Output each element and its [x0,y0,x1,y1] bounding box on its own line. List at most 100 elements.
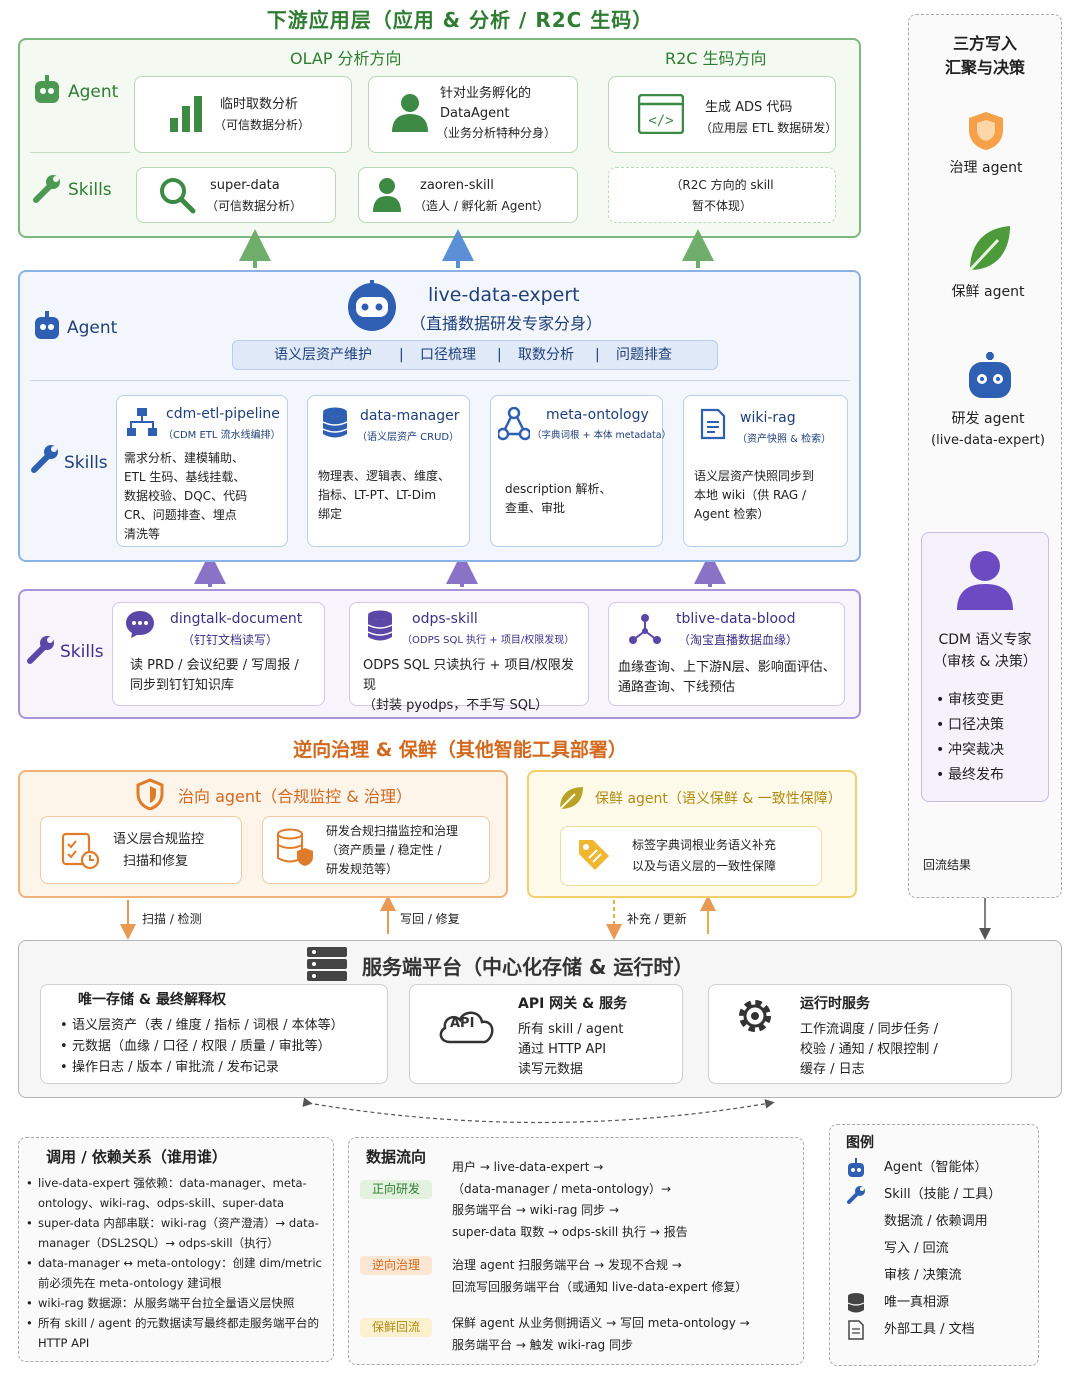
svg-text:</>: </> [648,113,673,129]
desc-line: （资产质量 / 稳定性 / [326,843,442,857]
tag-semantic-assets: 语义层资产维护 [274,347,372,363]
expert-name: live-data-expert [428,284,580,306]
storage-list: 语义层资产（表 / 维度 / 指标 / 词根 / 本体等） 元数据（血缘 / 口… [60,1015,344,1078]
legend-agent: Agent（智能体） [884,1160,988,1175]
storage-title: 唯一存储 & 最终解释权 [78,992,226,1008]
skill-zaoren-label: zaoren-skill [420,178,494,193]
shield-icon [136,778,164,810]
list-item: live-data-expert 强依赖：data-manager、meta-o… [26,1173,328,1213]
agent-dataagent-label-2: DataAgent [440,106,510,121]
legend-writeback: 写入 / 回流 [884,1241,949,1256]
tag-troubleshoot: 问题排查 [616,347,672,363]
skill-r2c-label: （R2C 方向的 skill [670,178,774,192]
api-cloud-icon [436,1006,498,1046]
low-skills-label: Skills [60,642,104,662]
meta-ontology-desc: description 解析、查重、审批 [505,480,655,518]
odps-name: odps-skill [412,611,478,627]
cdm-etl-name: cdm-etl-pipeline [166,406,280,422]
governance-agent-label: 治理 agent [949,160,1023,176]
semantic-compliance-label: 语义层合规监控 [113,832,205,847]
semantic-compliance-sub: 扫描和修复 [123,854,189,869]
blood-desc: 血缘查询、上下游N层、影响面评估、通路查询、下线预估 [618,658,843,698]
desc-line: 用户 → live-data-expert → [452,1160,604,1174]
list-item: 冲突裁决 [936,738,1004,763]
cdm-etl-sub: （CDM ETL 流水线编排） [163,430,281,441]
magnifier-icon [158,176,196,214]
ontology-graph-icon [498,407,530,441]
person-icon [955,548,1015,612]
database-icon [847,1292,865,1314]
cdm-expert-title: CDM 语义专家 [938,632,1032,648]
desc-line: 查重、审批 [505,501,566,515]
list-item: super-data 内部串联：wiki-rag（资产澄清）→ data-man… [26,1213,328,1253]
list-item: 最终发布 [936,763,1004,788]
desc-line: 通路查询、下线预估 [618,680,736,695]
card-semantic-compliance[interactable] [40,816,242,884]
agent-card-ads[interactable] [608,76,836,153]
person-add-icon [372,176,402,212]
top-skills-label: Skills [68,180,112,200]
wrench-icon [30,172,64,206]
top-agent-label: Agent [68,82,119,102]
divider [30,380,850,381]
robot-icon [846,1158,866,1178]
governance-title: 治向 agent（合规监控 & 治理） [178,787,412,806]
skill-card-wiki-rag[interactable] [683,395,848,547]
leaf-icon [557,784,585,812]
wrench-icon [846,1185,866,1205]
desc-line: 研发规范等） [326,862,399,876]
desc-line: 服务端平台 → 触发 wiki-rag 同步 [452,1337,633,1352]
desc-line: 语义层资产快照同步到 [694,469,815,483]
checklist-clock-icon [60,830,100,870]
desc-line: 血缘查询、上下游N层、影响面评估、 [618,660,836,675]
skill-card-cdm-etl-pipeline[interactable] [116,395,288,547]
skill-card-zaoren[interactable] [358,167,578,223]
agent-ads-label: 生成 ADS 代码 [705,100,793,115]
desc-line: 缓存 / 日志 [800,1062,865,1077]
shield-icon [966,110,1006,152]
desc-line: 研发合规扫描监控和治理 [326,824,459,838]
top-title: 下游应用层（应用 & 分析 / R2C 生码） [266,8,654,32]
agent-card-dataagent[interactable] [368,76,578,153]
bar-chart-icon [170,96,204,132]
skill-card-r2c-placeholder [608,167,836,223]
desc-line: 读写元数据 [518,1062,584,1077]
agent-dataagent-label-1: 针对业务孵化的 [440,86,532,101]
skill-card-super-data[interactable] [136,167,336,223]
arrow-label-scan: 扫描 / 检测 [142,912,202,926]
odps-sub: （ODPS SQL 执行 + 项目/权限发现） [402,635,575,646]
wrench-icon [28,442,62,476]
gear-icon [733,994,777,1038]
desc-line: 治理 agent 扫服务端平台 → 发现不合规 → [452,1258,682,1272]
tag-query: 取数分析 [518,347,574,363]
dingtalk-desc: 读 PRD / 会议纪要 / 写周报 /同步到钉钉知识库 [130,656,320,696]
desc-line: 回流写回服务端平台（或通知 live-data-expert 修复） [452,1279,748,1294]
agent-card-adhoc[interactable] [134,76,352,153]
legend-panel [829,1124,1039,1366]
runtime-desc: 工作流调度 / 同步任务 /校验 / 通知 / 权限控制 /缓存 / 日志 [800,1020,938,1080]
skill-super-data-label: super-data [210,178,280,193]
olap-heading: OLAP 分析方向 [290,49,402,68]
server-title: 服务端平台（中心化存储 & 运行时） [362,955,694,979]
desc-line: 同步到钉钉知识库 [130,678,235,693]
wiki-rag-name: wiki-rag [740,410,796,426]
skill-r2c-sub: 暂不体现） [691,199,752,213]
list-item: 元数据（血缘 / 口径 / 权限 / 质量 / 审批等） [60,1036,344,1057]
dingtalk-sub: （钉钉文档读写） [182,633,279,647]
desc-line: 服务端平台 → wiki-rag 同步 → [452,1203,620,1217]
chat-bubble-icon [124,609,156,639]
legend-skill: Skill（技能 / 工具） [884,1187,1002,1202]
database-shield-icon [275,828,315,868]
dingtalk-name: dingtalk-document [170,611,303,627]
blood-name: tblive-data-blood [676,611,796,627]
desc-line: 保鲜 agent 从业务侧拥语义 → 写回 meta-ontology → [452,1316,750,1330]
tag-sep-1: | [399,347,404,363]
desc-line: super-data 取数 → odps-skill 执行 → 报告 [452,1224,688,1239]
decision-title-2: 汇聚与决策 [944,58,1025,77]
flow-freshness-text: 保鲜 agent 从业务侧拥语义 → 写回 meta-ontology → 服务端… [452,1313,750,1356]
desc-line: description 解析、 [505,482,612,496]
mid-skills-label: Skills [64,453,108,473]
list-item: data-manager ↔ meta-ontology：创建 dim/metr… [26,1253,328,1293]
card-dev-compliance[interactable] [262,816,490,884]
